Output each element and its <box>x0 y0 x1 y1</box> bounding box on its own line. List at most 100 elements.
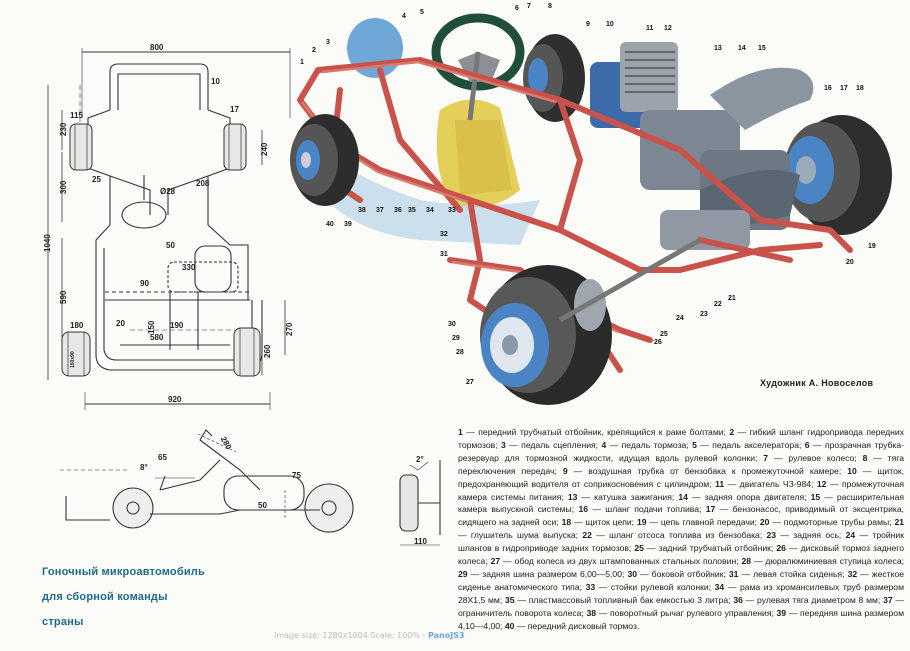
callout-26: 26 <box>654 339 662 346</box>
legend-text: — передний дисковый тормоз. <box>514 620 640 631</box>
legend-number: 8 <box>862 452 868 463</box>
legend-text: — воздушная трубка от бензобака к промеж… <box>567 465 848 476</box>
legend-text: — левая стойка сиденья; <box>738 568 848 579</box>
callout-19: 19 <box>868 243 876 250</box>
legend-text: — щиток, предохраняющий водителя от сопр… <box>458 465 904 489</box>
artist-credit: Художник А. Новоселов <box>760 378 874 388</box>
side-dim-8deg: 8° <box>140 463 148 472</box>
callout-22: 22 <box>714 301 722 308</box>
dim-top-17: 17 <box>230 105 239 114</box>
callout-2: 2 <box>312 47 316 54</box>
legend-text: — прозрачная трубка-резервуар для тормоз… <box>458 439 904 463</box>
legend-number: 26 <box>776 543 786 554</box>
legend-text: — ограничитель поворота колеса; <box>458 594 904 618</box>
viewer-footer: Image size: 1280x1004 Scale: 100% - Pano… <box>274 631 465 640</box>
dim-bottom-150: 150 <box>147 320 156 334</box>
dim-mid-330: 330 <box>182 263 196 272</box>
legend-number: 34 <box>714 581 725 592</box>
dim-mid-90: 90 <box>140 279 149 288</box>
dim-left-590: 590 <box>59 290 68 304</box>
callout-3: 3 <box>326 39 330 46</box>
legend-number: 5 <box>692 439 697 450</box>
callout-14: 14 <box>738 45 746 52</box>
engine <box>590 42 814 250</box>
legend-text: — передний трубчатый отбойник, крепящийс… <box>462 427 730 437</box>
legend-number: 37 <box>883 594 893 605</box>
legend-text: — промежуточная камера системы питания; <box>458 478 904 502</box>
legend-text: — бензонасос, приводимый от эксцентрика,… <box>458 504 904 528</box>
legend-number: 4 <box>601 439 607 450</box>
viewer-brand[interactable]: PanoJS3 <box>427 631 465 640</box>
callout-5: 5 <box>420 9 424 16</box>
parts-legend: 1 — передний трубчатый отбойник, крепящи… <box>458 426 904 632</box>
dim-right-270: 270 <box>285 322 294 336</box>
legend-number: 39 <box>776 607 787 618</box>
legend-text: — пластмассовый топливный бак емкостью 3… <box>514 594 734 605</box>
legend-text: — дисковый тормоз заднего колеса; <box>458 543 904 567</box>
front-dim-2deg: 2° <box>416 455 424 464</box>
legend-text: — задняя опора двигателя; <box>687 491 811 502</box>
dim-bottom-190: 190 <box>170 321 184 330</box>
callout-35: 35 <box>408 207 416 214</box>
dim-left-25: 25 <box>92 175 101 184</box>
legend-number: 12 <box>816 478 827 489</box>
dim-bottom-580: 580 <box>150 333 164 342</box>
legend-text: — глушитель шума выпуска; <box>458 530 583 541</box>
legend-number: 1 <box>458 427 463 437</box>
callout-1: 1 <box>300 59 304 66</box>
legend-text: — шланг отсоса топлива из бензобака; <box>591 530 767 541</box>
dim-mid-208: 208 <box>196 179 210 188</box>
legend-number: 13 <box>567 491 578 502</box>
legend-number: 20 <box>759 517 770 528</box>
legend-text: — педаль тормоза; <box>606 439 693 450</box>
caption-line-1: Гоночный микроавтомобиль <box>42 566 205 578</box>
callout-6: 6 <box>515 5 519 12</box>
image-info: Image size: 1280x1004 Scale: 100% - <box>274 631 428 640</box>
dim-mid-o28: Ø28 <box>160 187 176 196</box>
legend-number: 29 <box>458 568 468 579</box>
legend-number: 19 <box>636 517 647 528</box>
dim-right-260: 260 <box>263 344 272 358</box>
legend-number: 23 <box>766 530 777 541</box>
legend-number: 9 <box>562 465 568 476</box>
legend-text: — рулевое колесо; <box>768 452 863 463</box>
callout-23: 23 <box>700 311 708 318</box>
legend-number: 18 <box>561 517 572 528</box>
legend-text: — подмоторные трубы рамы; <box>769 517 895 528</box>
legend-number: 31 <box>728 568 739 579</box>
legend-number: 2 <box>729 427 735 437</box>
dim-left-1040: 1040 <box>43 234 52 252</box>
legend-text: — жесткое сиденье анатомического типа; <box>458 568 904 592</box>
caption-line-3: страны <box>42 616 84 628</box>
dim-overall-length: 920 <box>168 395 182 404</box>
callout-24: 24 <box>676 315 684 322</box>
legend-text: — педаль акселератора; <box>696 439 805 450</box>
legend-text: — задний трубчатый отбойник; <box>643 543 777 554</box>
legend-text: — рулевая тяга диаметром 8 мм; <box>742 594 884 605</box>
legend-number: 30 <box>627 568 637 579</box>
callout-13: 13 <box>714 45 722 52</box>
callout-9: 9 <box>586 21 590 28</box>
legend-number: 25 <box>634 543 644 554</box>
side-dim-65: 65 <box>158 453 167 462</box>
callout-28: 28 <box>456 349 464 356</box>
legend-text: — педаль сцепления; <box>505 439 602 450</box>
legend-text: — дюралюминиевая ступица колеса; <box>751 556 904 567</box>
legend-number: 28 <box>741 556 752 567</box>
legend-text: — обод колеса из двух штампованных сталь… <box>500 556 742 567</box>
legend-number: 7 <box>763 452 769 463</box>
rear-left-tire <box>480 265 612 405</box>
legend-text: — тяга переключения передач; <box>458 452 904 476</box>
legend-number: 33 <box>585 581 596 592</box>
callout-36: 36 <box>394 207 402 214</box>
callout-8: 8 <box>548 3 552 10</box>
callout-10: 10 <box>606 21 614 28</box>
callout-7: 7 <box>527 3 531 10</box>
legend-number: 10 <box>847 465 857 476</box>
side-dim-50: 50 <box>258 501 267 510</box>
callout-21: 21 <box>728 295 736 302</box>
dim-left-230: 230 <box>59 122 68 136</box>
